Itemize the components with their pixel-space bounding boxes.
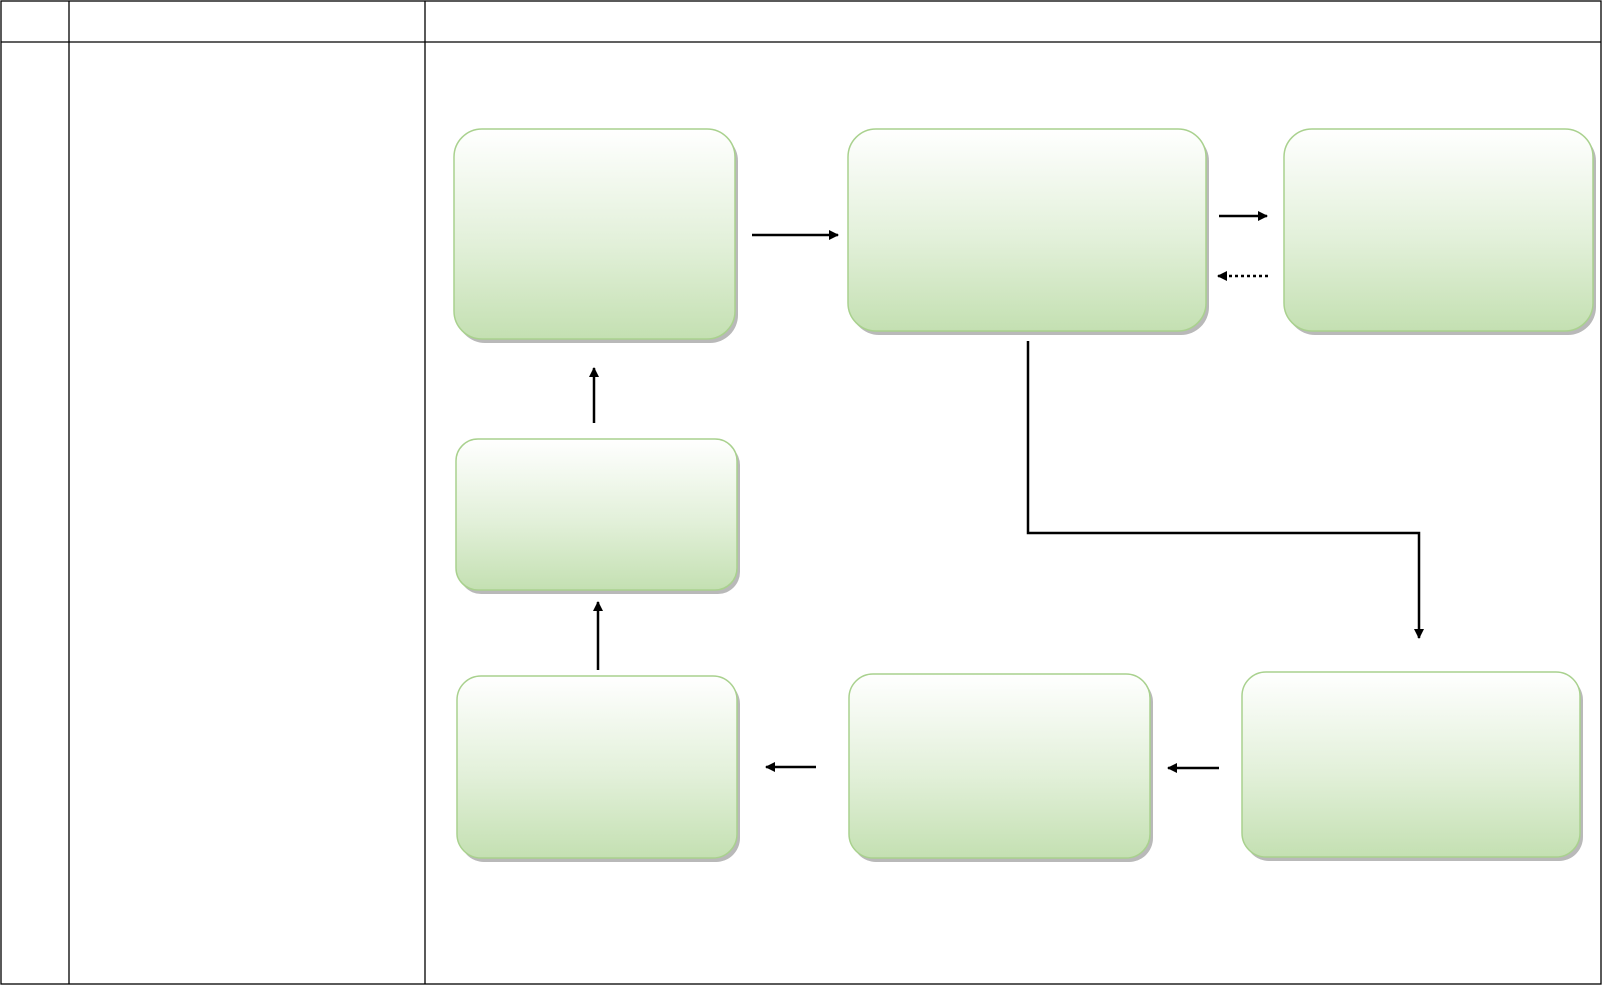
process-box-3 bbox=[1283, 128, 1596, 335]
process-box-5 bbox=[456, 675, 740, 862]
process-box-7 bbox=[1241, 671, 1583, 861]
flowchart-arrows bbox=[589, 211, 1424, 773]
process-box-2 bbox=[847, 128, 1209, 335]
process-box-4 bbox=[455, 438, 740, 594]
arrow-box2-to-box7 bbox=[1026, 341, 1424, 639]
process-box-6 bbox=[848, 673, 1153, 862]
flowchart-boxes bbox=[453, 128, 1596, 862]
process-box-1 bbox=[453, 128, 738, 343]
